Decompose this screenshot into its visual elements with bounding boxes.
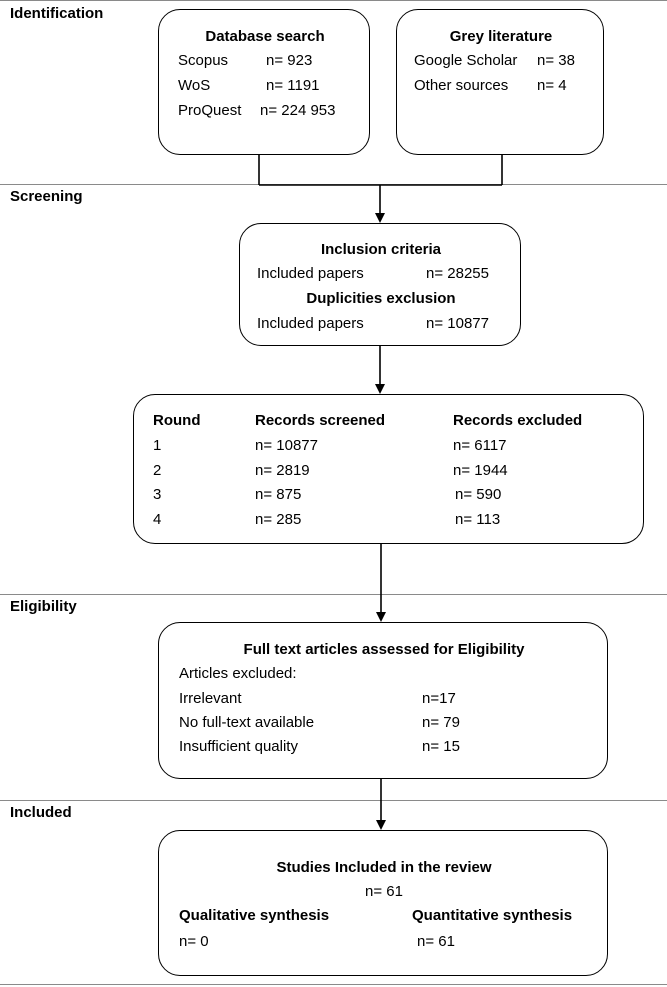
db-row-name-scopus: Scopus <box>178 52 229 69</box>
inclusion-included-value: n= 28255 <box>426 265 489 282</box>
rounds-row-2-excluded: n= 1944 <box>453 462 508 479</box>
db-row-name-proquest: ProQuest <box>178 102 242 119</box>
section-rule-eligibility <box>0 594 667 595</box>
qualitative-synthesis-value: n= 0 <box>179 933 209 950</box>
db-row-name-wos: WoS <box>178 77 211 94</box>
section-rule-top <box>0 0 667 1</box>
inclusion-included-label: Included papers <box>257 265 364 282</box>
rounds-row-3-excluded: n= 590 <box>455 486 502 503</box>
section-label-included: Included <box>10 804 72 821</box>
grey-row-name-other-sources: Other sources <box>414 77 509 94</box>
eligibility-subtitle: Articles excluded: <box>179 665 297 682</box>
section-label-screening: Screening <box>10 188 83 205</box>
grey-row-name-google-scholar: Google Scholar <box>414 52 518 69</box>
eligibility-title: Full text articles assessed for Eligibil… <box>243 641 525 658</box>
db-row-value-wos: n= 1191 <box>266 77 320 94</box>
included-studies-box: Studies Included in the review n= 61 Qua… <box>158 830 608 976</box>
db-row-value-proquest: n= 224 953 <box>260 102 336 119</box>
rounds-header-screened: Records screened <box>255 412 386 429</box>
duplicities-included-label: Included papers <box>257 315 364 332</box>
included-studies-title: Studies Included in the review <box>276 859 492 876</box>
rounds-row-3-round: 3 <box>153 486 162 503</box>
duplicities-exclusion-title: Duplicities exclusion <box>306 290 456 307</box>
grey-literature-box: Grey literature Google Scholar n= 38 Oth… <box>396 9 604 155</box>
qualitative-synthesis-label: Qualitative synthesis <box>179 907 330 924</box>
rounds-row-3-screened: n= 875 <box>255 486 302 503</box>
eligibility-row-value-no-full-text: n= 79 <box>422 714 460 731</box>
database-search-box: Database search Scopus n= 923 WoS n= 119… <box>158 9 370 155</box>
eligibility-row-value-irrelevant: n=17 <box>422 690 456 707</box>
rounds-row-2-screened: n= 2819 <box>255 462 310 479</box>
eligibility-row-name-insufficient-quality: Insufficient quality <box>179 738 298 755</box>
rounds-row-4-excluded: n= 113 <box>455 511 501 528</box>
quantitative-synthesis-value: n= 61 <box>417 933 455 950</box>
rounds-row-2-round: 2 <box>153 462 162 479</box>
database-search-title: Database search <box>205 28 325 45</box>
section-label-identification: Identification <box>10 5 104 22</box>
eligibility-row-name-no-full-text: No full-text available <box>179 714 315 731</box>
section-label-eligibility: Eligibility <box>10 598 77 615</box>
rounds-row-4-screened: n= 285 <box>255 511 302 528</box>
rounds-header-excluded: Records excluded <box>453 412 583 429</box>
eligibility-row-name-irrelevant: Irrelevant <box>179 690 242 707</box>
inclusion-criteria-box: Inclusion criteria Included papers n= 28… <box>239 223 521 346</box>
grey-row-value-google-scholar: n= 38 <box>537 52 575 69</box>
inclusion-criteria-title: Inclusion criteria <box>320 241 442 258</box>
duplicities-included-value: n= 10877 <box>426 315 489 332</box>
section-rule-bottom <box>0 984 667 985</box>
db-row-value-scopus: n= 923 <box>266 52 313 69</box>
eligibility-box: Full text articles assessed for Eligibil… <box>158 622 608 779</box>
eligibility-row-value-insufficient-quality: n= 15 <box>422 738 460 755</box>
grey-literature-title: Grey literature <box>449 28 553 45</box>
rounds-row-1-excluded: n= 6117 <box>453 437 507 454</box>
screening-rounds-box: Round Records screened Records excluded … <box>133 394 644 544</box>
rounds-row-1-screened: n= 10877 <box>255 437 318 454</box>
quantitative-synthesis-label: Quantitative synthesis <box>412 907 573 924</box>
included-studies-total: n= 61 <box>365 883 403 900</box>
rounds-header-round: Round <box>153 412 201 429</box>
rounds-row-4-round: 4 <box>153 511 162 528</box>
rounds-row-1-round: 1 <box>153 437 162 454</box>
section-rule-included <box>0 800 667 801</box>
grey-row-value-other-sources: n= 4 <box>537 77 567 94</box>
